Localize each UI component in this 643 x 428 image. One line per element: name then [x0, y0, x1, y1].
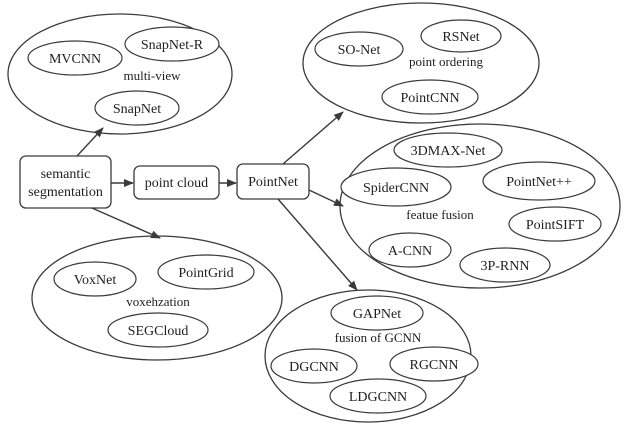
method-rgcnn: RGCNN: [389, 346, 479, 382]
method-gapnet: GAPNet: [330, 295, 424, 331]
method-segcloud: SEGCloud: [107, 312, 209, 348]
method-voxnet-label: VoxNet: [74, 273, 117, 288]
method-pointsift-label: PointSIFT: [526, 218, 585, 233]
method-rgcnn-label: RGCNN: [409, 358, 458, 373]
method-mvcnn: MVCNN: [27, 40, 123, 76]
method-segcloud-label: SEGCloud: [128, 324, 189, 339]
method-voxnet: VoxNet: [53, 261, 137, 297]
method-pointnet-plus-plus-label: PointNet++: [506, 175, 572, 190]
method-3dmax-net-label: 3DMAX-Net: [411, 144, 486, 159]
pointnet-label: PointNet: [248, 175, 298, 190]
semantic-segmentation-line2: segmentation: [28, 185, 103, 200]
semantic-segmentation-line1: semantic: [41, 167, 91, 182]
group-gcnn-fusion: GAPNet fusion of GCNN DGCNN RGCNN LDGCNN: [264, 289, 479, 423]
group-multi-view: MVCNN SnapNet-R multi-view SnapNet: [7, 13, 233, 135]
method-snapnet: SnapNet: [94, 90, 180, 126]
method-dgcnn-label: DGCNN: [289, 360, 339, 375]
arrow-to-feature-fusion: [308, 189, 344, 207]
gcnn-fusion-label: fusion of GCNN: [335, 330, 422, 345]
method-pointcnn: PointCNN: [381, 79, 479, 115]
method-gapnet-label: GAPNet: [353, 307, 401, 322]
method-pointcnn-label: PointCNN: [400, 91, 459, 106]
method-pointgrid: PointGrid: [157, 254, 255, 290]
group-feature-fusion: 3DMAX-Net SpiderCNN PointNet++ featue fu…: [339, 123, 621, 289]
group-voxelization: VoxNet PointGrid voxehzation SEGCloud: [31, 235, 283, 361]
method-snapnet-r-label: SnapNet-R: [141, 38, 204, 53]
multi-view-label: multi-view: [123, 68, 181, 83]
method-so-net: SO-Net: [314, 31, 404, 67]
method-3p-rnn: 3P-RNN: [459, 247, 551, 283]
method-spidercnn: SpiderCNN: [340, 167, 452, 207]
arrow-to-gcnn-fusion: [277, 198, 358, 291]
method-a-cnn: A-CNN: [368, 232, 452, 268]
point-cloud-label: point cloud: [145, 176, 208, 191]
method-snapnet-label: SnapNet: [113, 102, 161, 117]
method-ldgcnn: LDGCNN: [329, 378, 427, 414]
method-3p-rnn-label: 3P-RNN: [480, 259, 529, 274]
feature-fusion-label: featue fusion: [406, 207, 474, 222]
node-semantic-segmentation: semantic segmentation: [19, 155, 112, 209]
arrow-to-voxelization: [91, 207, 161, 239]
method-3dmax-net: 3DMAX-Net: [393, 132, 503, 168]
method-a-cnn-label: A-CNN: [388, 244, 432, 259]
method-pointgrid-label: PointGrid: [178, 266, 233, 281]
method-dgcnn: DGCNN: [270, 348, 358, 384]
arrow-to-multi-view: [76, 127, 104, 157]
point-ordering-label: point ordering: [409, 54, 484, 69]
method-snapnet-r: SnapNet-R: [124, 26, 220, 62]
method-spidercnn-label: SpiderCNN: [363, 181, 429, 196]
method-pointnet-plus-plus: PointNet++: [482, 161, 596, 201]
node-point-cloud: point cloud: [133, 165, 220, 200]
group-point-ordering: SO-Net RSNet point ordering PointCNN: [302, 2, 540, 124]
method-so-net-label: SO-Net: [338, 43, 381, 58]
method-rsnet: RSNet: [420, 19, 502, 53]
method-pointsift: PointSIFT: [508, 206, 602, 242]
arrow-to-point-ordering: [282, 111, 344, 165]
method-ldgcnn-label: LDGCNN: [349, 390, 407, 405]
method-mvcnn-label: MVCNN: [49, 52, 101, 67]
voxelization-label: voxehzation: [126, 294, 190, 309]
method-rsnet-label: RSNet: [442, 30, 479, 45]
node-pointnet: PointNet: [236, 163, 310, 200]
